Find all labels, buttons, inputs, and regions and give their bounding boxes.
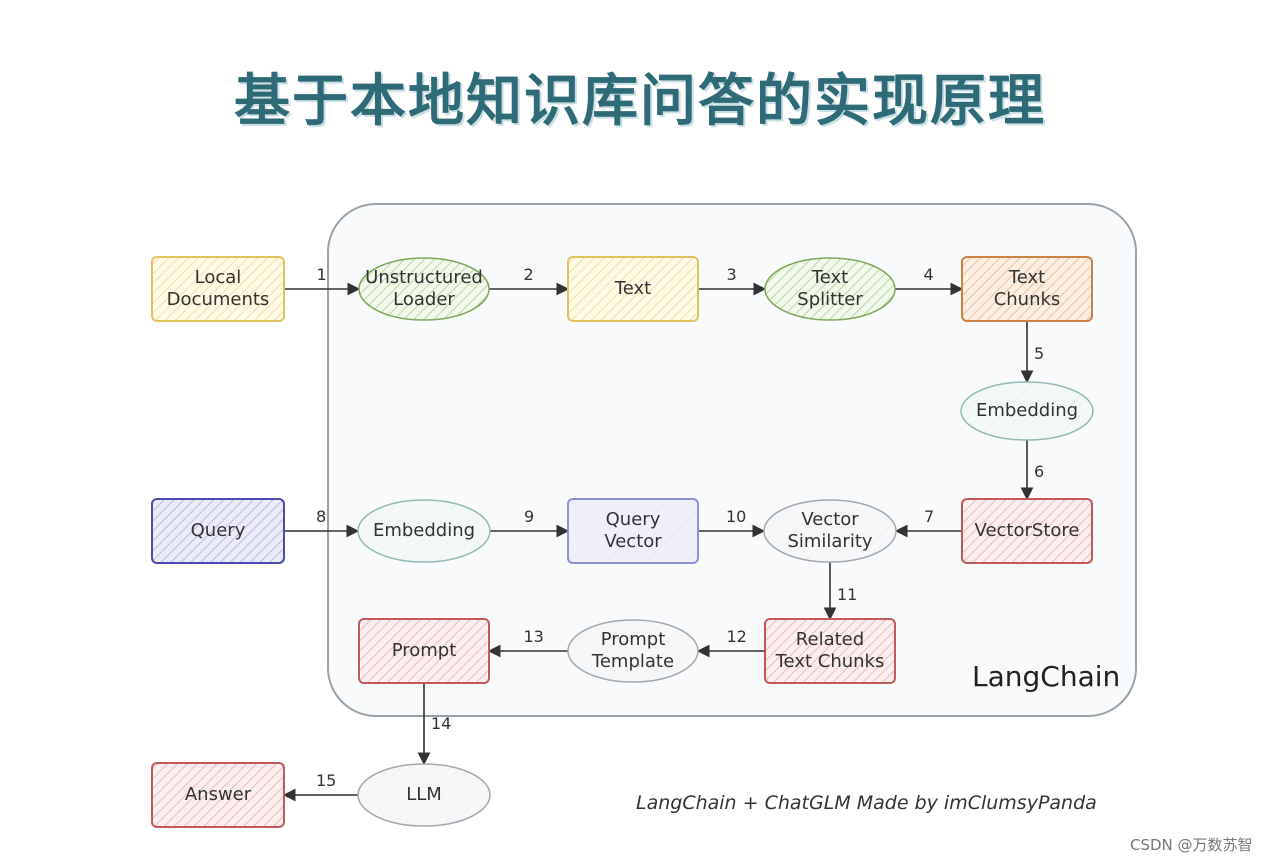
step-number-14: 14 [431,713,452,733]
node-text [567,256,699,322]
step-number-10: 10 [726,507,747,526]
node-unstructured-loader [358,257,490,321]
node-embedding-docs [960,381,1094,441]
node-prompt [358,618,490,684]
step-number-13: 13 [523,627,544,646]
node-prompt-template [567,619,699,683]
edges-layer [282,282,1034,802]
node-local-documents [151,256,285,322]
langchain-container [327,203,1137,717]
node-embedding-query [357,499,491,563]
step-number-5: 5 [1034,343,1045,363]
step-number-11: 11 [837,584,858,604]
page-title: 基于本地知识库问答的实现原理 [234,69,1046,134]
nodes-layer [151,256,1094,828]
step-number-8: 8 [316,507,327,526]
step-number-15: 15 [316,771,337,790]
node-related-text-chunks [764,618,896,684]
step-number-7: 7 [924,507,935,526]
node-query [151,498,285,564]
node-text-chunks [961,256,1093,322]
node-vector-similarity [763,499,897,563]
step-number-3: 3 [726,265,737,284]
step-number-4: 4 [923,265,934,284]
step-number-2: 2 [523,265,534,284]
step-number-12: 12 [726,627,747,646]
step-number-6: 6 [1034,461,1045,481]
langchain-label: LangChain [972,660,1121,693]
step-number-1: 1 [316,265,327,284]
credit-text: LangChain + ChatGLM Made by imClumsyPand… [636,792,1097,814]
node-answer [151,762,285,828]
node-query-vector [567,498,699,564]
node-vectorstore [961,498,1093,564]
step-number-9: 9 [524,507,535,526]
watermark-text: CSDN @万数苏智 [1130,836,1253,854]
node-text-splitter [764,257,896,321]
node-llm [357,763,491,827]
